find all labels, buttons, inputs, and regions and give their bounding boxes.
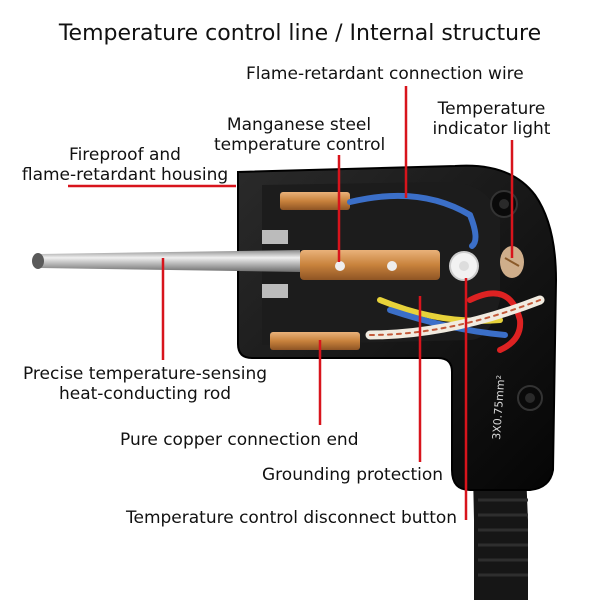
- label-indicator-light: Temperature indicator light: [424, 99, 559, 139]
- label-manganese-line2: temperature control: [214, 135, 386, 155]
- internal-wires: [347, 192, 545, 353]
- label-disconnect-button: Temperature control disconnect button: [126, 508, 460, 528]
- label-housing-line1: Fireproof and: [69, 145, 181, 165]
- label-indicator-line2: indicator light: [432, 119, 551, 139]
- leader-lines: [68, 86, 514, 520]
- disconnect-button-part: [449, 251, 479, 281]
- heat-conducting-rod: [32, 250, 300, 272]
- label-rod-line1: Precise temperature-sensing: [22, 364, 268, 384]
- label-manganese-control: Manganese steel temperature control: [214, 115, 386, 155]
- label-housing: Fireproof and flame-retardant housing: [15, 145, 235, 185]
- label-connection-wire: Flame-retardant connection wire: [246, 64, 524, 84]
- label-indicator-line1: Temperature: [437, 99, 546, 119]
- label-housing-line2: flame-retardant housing: [21, 165, 229, 185]
- indicator-lamp: [500, 246, 524, 278]
- cable-print: 3X0.75mm²: [490, 375, 507, 441]
- diagram-title: Temperature control line / Internal stru…: [58, 21, 542, 46]
- label-manganese-line1: Manganese steel: [226, 115, 372, 135]
- label-sensing-rod: Precise temperature-sensing heat-conduct…: [15, 364, 275, 404]
- label-rod-line2: heat-conducting rod: [58, 384, 232, 404]
- label-grounding: Grounding protection: [262, 465, 444, 485]
- label-copper-end: Pure copper connection end: [120, 430, 359, 450]
- copper-terminals: [262, 192, 440, 350]
